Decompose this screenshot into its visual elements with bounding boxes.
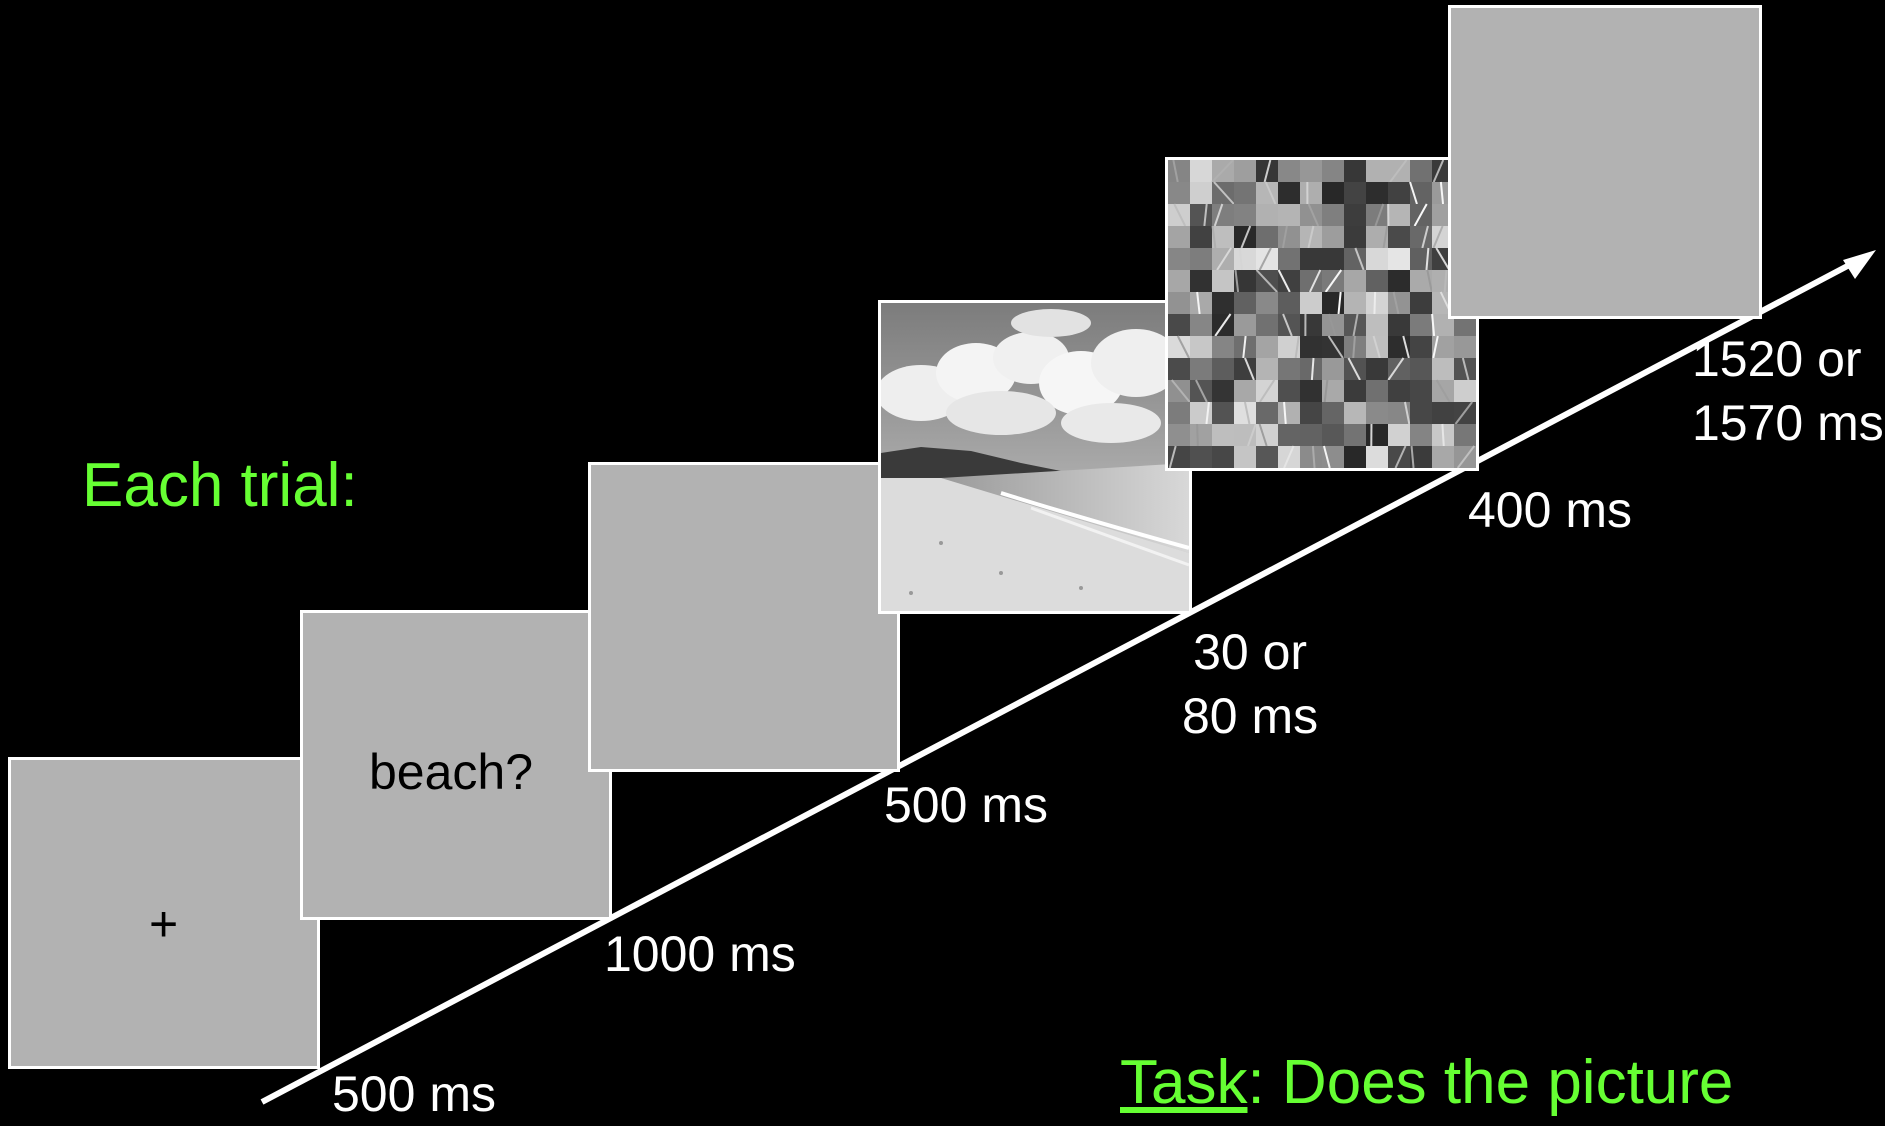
duration-label-2: 1000 ms	[604, 922, 796, 986]
duration-label-5: 400 ms	[1468, 478, 1632, 542]
scrambled-mask	[1168, 160, 1476, 468]
duration-label-3: 500 ms	[884, 773, 1048, 837]
fixation-frame: +	[8, 757, 320, 1069]
duration-label-4: 30 or 80 ms	[1182, 620, 1318, 748]
task-question: : Does the picture	[1247, 1048, 1733, 1117]
duration-label-1: 500 ms	[332, 1062, 496, 1126]
mask-frame	[1165, 157, 1479, 471]
beach-photo	[881, 303, 1189, 611]
category-cue-frame: beach?	[300, 610, 612, 920]
beach-photo-frame	[878, 300, 1192, 614]
task-label: Task	[1120, 1048, 1247, 1117]
category-cue-text: beach?	[369, 743, 533, 801]
final-blank-frame	[1448, 5, 1762, 319]
blank-frame	[588, 462, 900, 772]
trial-heading: Each trial:	[82, 450, 358, 521]
duration-label-6: 1520 or 1570 ms	[1692, 327, 1884, 455]
fixation-cross: +	[149, 895, 178, 953]
task-statement: Task: Does the picture	[1120, 1047, 1733, 1118]
